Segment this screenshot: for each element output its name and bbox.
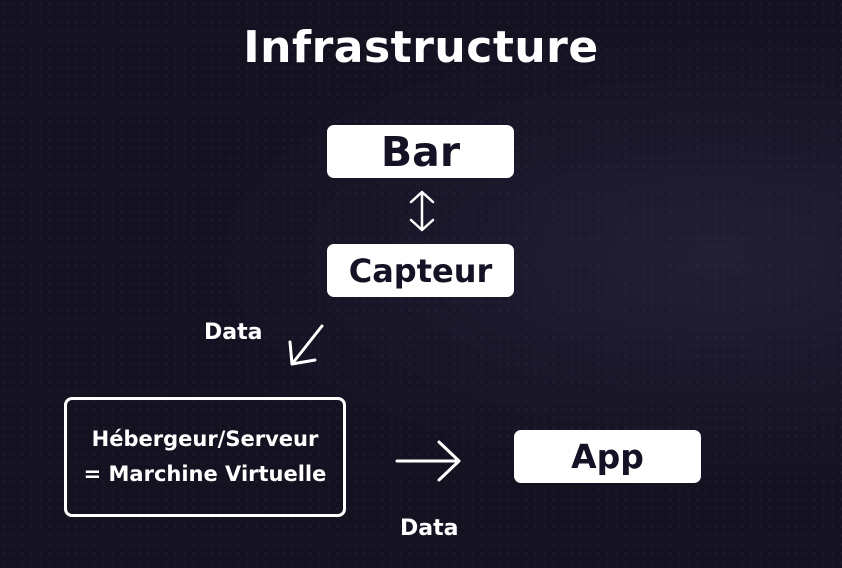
edge-label-data: Data: [204, 320, 263, 345]
node-bar: Bar: [327, 125, 514, 178]
server-label-line1: Hébergeur/Serveur: [91, 427, 319, 451]
node-capteur: Capteur: [327, 244, 514, 297]
double-arrow-icon: [409, 190, 435, 232]
arrow-right-icon: [395, 440, 461, 482]
node-app: App: [514, 430, 701, 483]
node-server: Hébergeur/Serveur = Marchine Virtuelle: [64, 397, 346, 517]
edge-label-data: Data: [400, 516, 459, 541]
page-title: Infrastructure: [243, 22, 599, 73]
server-label-line2: = Marchine Virtuelle: [83, 462, 327, 486]
arrow-down-left-icon: [288, 324, 324, 366]
